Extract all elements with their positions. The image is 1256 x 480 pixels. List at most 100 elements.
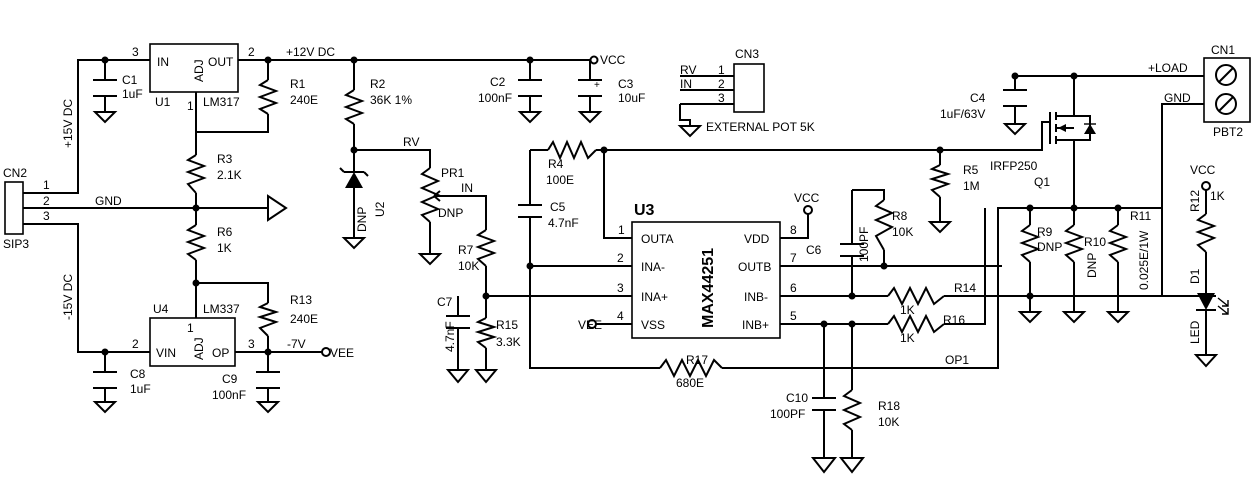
resistor-r5 — [928, 164, 952, 198]
label-d1: D1 — [1188, 268, 1202, 284]
label-r7-val: 10K — [458, 259, 479, 273]
label-dnp: DNP — [438, 206, 463, 220]
resistor-r18 — [841, 389, 863, 431]
label-c7-val: 4.7nF — [443, 321, 457, 352]
label-c6-val: 100PF — [857, 227, 871, 262]
label-c9: C9 — [222, 372, 238, 386]
capacitor-c8 — [93, 371, 117, 389]
label-c6: C6 — [806, 243, 822, 257]
label-r5: R5 — [963, 163, 979, 177]
label-cn3: CN3 — [735, 47, 759, 61]
label-u1-out: OUT — [208, 55, 234, 69]
label-r17-val: 680E — [676, 376, 704, 390]
capacitor-c2 — [518, 79, 542, 97]
label-r6-val: 1K — [217, 241, 232, 255]
resistor-r4 — [547, 139, 597, 161]
label-u4-op: OP — [212, 346, 229, 360]
capacitor-c4 — [1003, 89, 1027, 107]
label-c10-val: 100PF — [770, 407, 805, 421]
resistor-r15 — [474, 317, 498, 349]
label-cn2: CN2 — [3, 166, 27, 180]
capacitor-c5 — [518, 204, 542, 218]
label-cn1: CN1 — [1211, 43, 1235, 57]
resistor-r10 — [1063, 224, 1085, 263]
resistor-r12 — [1195, 213, 1217, 253]
label-c4-val: 1uF/63V — [940, 107, 985, 121]
label-c10: C10 — [786, 391, 808, 405]
label-r8: R8 — [892, 209, 908, 223]
label-cn2-pin2: 2 — [43, 194, 50, 208]
label-r5-val: 1M — [963, 179, 980, 193]
label-c8: C8 — [130, 367, 146, 381]
label-cn2-pin1: 1 — [43, 178, 50, 192]
resistor-r7 — [475, 229, 497, 267]
label-c5-val: 4.7nF — [548, 216, 579, 230]
label-r18-val: 10K — [878, 415, 899, 429]
label-r10-dnp: DNP — [1085, 253, 1099, 278]
label-r15-val: 3.3K — [496, 335, 521, 349]
label-ina-m: INA- — [641, 260, 665, 274]
label-r11-val: 0.025E/1W — [1137, 230, 1151, 290]
label-inb-p: INB+ — [742, 318, 769, 332]
label-u4-vin: VIN — [156, 346, 176, 360]
label-r2: R2 — [370, 77, 386, 91]
label-u1: U1 — [155, 95, 171, 109]
potentiometer-pr1 — [419, 167, 444, 223]
label-r12-val: 1K — [1210, 189, 1225, 203]
zener-u2 — [339, 167, 369, 188]
label-u3: U3 — [634, 202, 655, 219]
label-pin1: 1 — [618, 223, 625, 237]
label-r3: R3 — [217, 152, 233, 166]
resistor-r14 — [887, 285, 945, 307]
label-vss: VSS — [641, 318, 665, 332]
label-r14-val: 1K — [900, 303, 915, 317]
label-pin5: 5 — [790, 309, 797, 323]
label-u1-adj: ADJ — [192, 59, 206, 82]
label-r13: R13 — [290, 293, 312, 307]
label-r1: R1 — [290, 77, 306, 91]
label-outb: OUTB — [738, 260, 771, 274]
label-pin6: 6 — [790, 281, 797, 295]
label-irfp250: IRFP250 — [990, 159, 1038, 173]
label-c7: C7 — [437, 295, 453, 309]
label-c3-plus: + — [594, 80, 600, 91]
label-c2-val: 100nF — [478, 91, 512, 105]
label-r16-val: 1K — [900, 331, 915, 345]
label-rv: RV — [403, 135, 419, 149]
label-u1-pin3: 3 — [132, 45, 139, 59]
resistor-r6 — [185, 224, 207, 261]
label-c3-val: 10uF — [618, 91, 645, 105]
label-u1-pin1: 1 — [187, 99, 194, 113]
label-vee: VEE — [578, 318, 602, 332]
label-led: LED — [1188, 320, 1202, 344]
label-pin2: 2 — [617, 251, 624, 265]
label-cn3-p3: 3 — [718, 91, 725, 105]
capacitor-c1 — [93, 79, 117, 97]
label-u2-dnp: DNP — [355, 207, 369, 232]
label-in: IN — [461, 181, 473, 195]
label-r1-val: 240E — [290, 93, 318, 107]
label-pin8: 8 — [790, 223, 797, 237]
label-cn3-rv: RV — [680, 63, 696, 77]
label-u4-adj: ADJ — [192, 337, 206, 360]
connector-cn3 — [733, 63, 765, 113]
label-vee2: VEE — [330, 346, 354, 360]
label-m7v: -7V — [287, 337, 306, 351]
label-gnd: GND — [95, 194, 122, 208]
label-r17: R17 — [686, 353, 708, 367]
connector-cn2 — [4, 181, 41, 235]
resistor-r16 — [887, 313, 945, 335]
capacitor-c3 — [578, 79, 602, 97]
terminal-circles — [321, 55, 1211, 357]
label-vcc: VCC — [600, 53, 626, 67]
label-vcc2: VCC — [794, 191, 820, 205]
label-r2-val: 36K 1% — [370, 93, 412, 107]
label-pbt2: PBT2 — [1213, 125, 1243, 139]
label-r11: R11 — [1130, 209, 1151, 223]
label-u4: U4 — [153, 302, 169, 316]
label-r14: R14 — [954, 281, 976, 295]
label-max44251: MAX44251 — [700, 248, 717, 328]
capacitor-c10 — [812, 397, 836, 411]
label-r18: R18 — [878, 399, 900, 413]
label-r16: R16 — [943, 313, 965, 327]
